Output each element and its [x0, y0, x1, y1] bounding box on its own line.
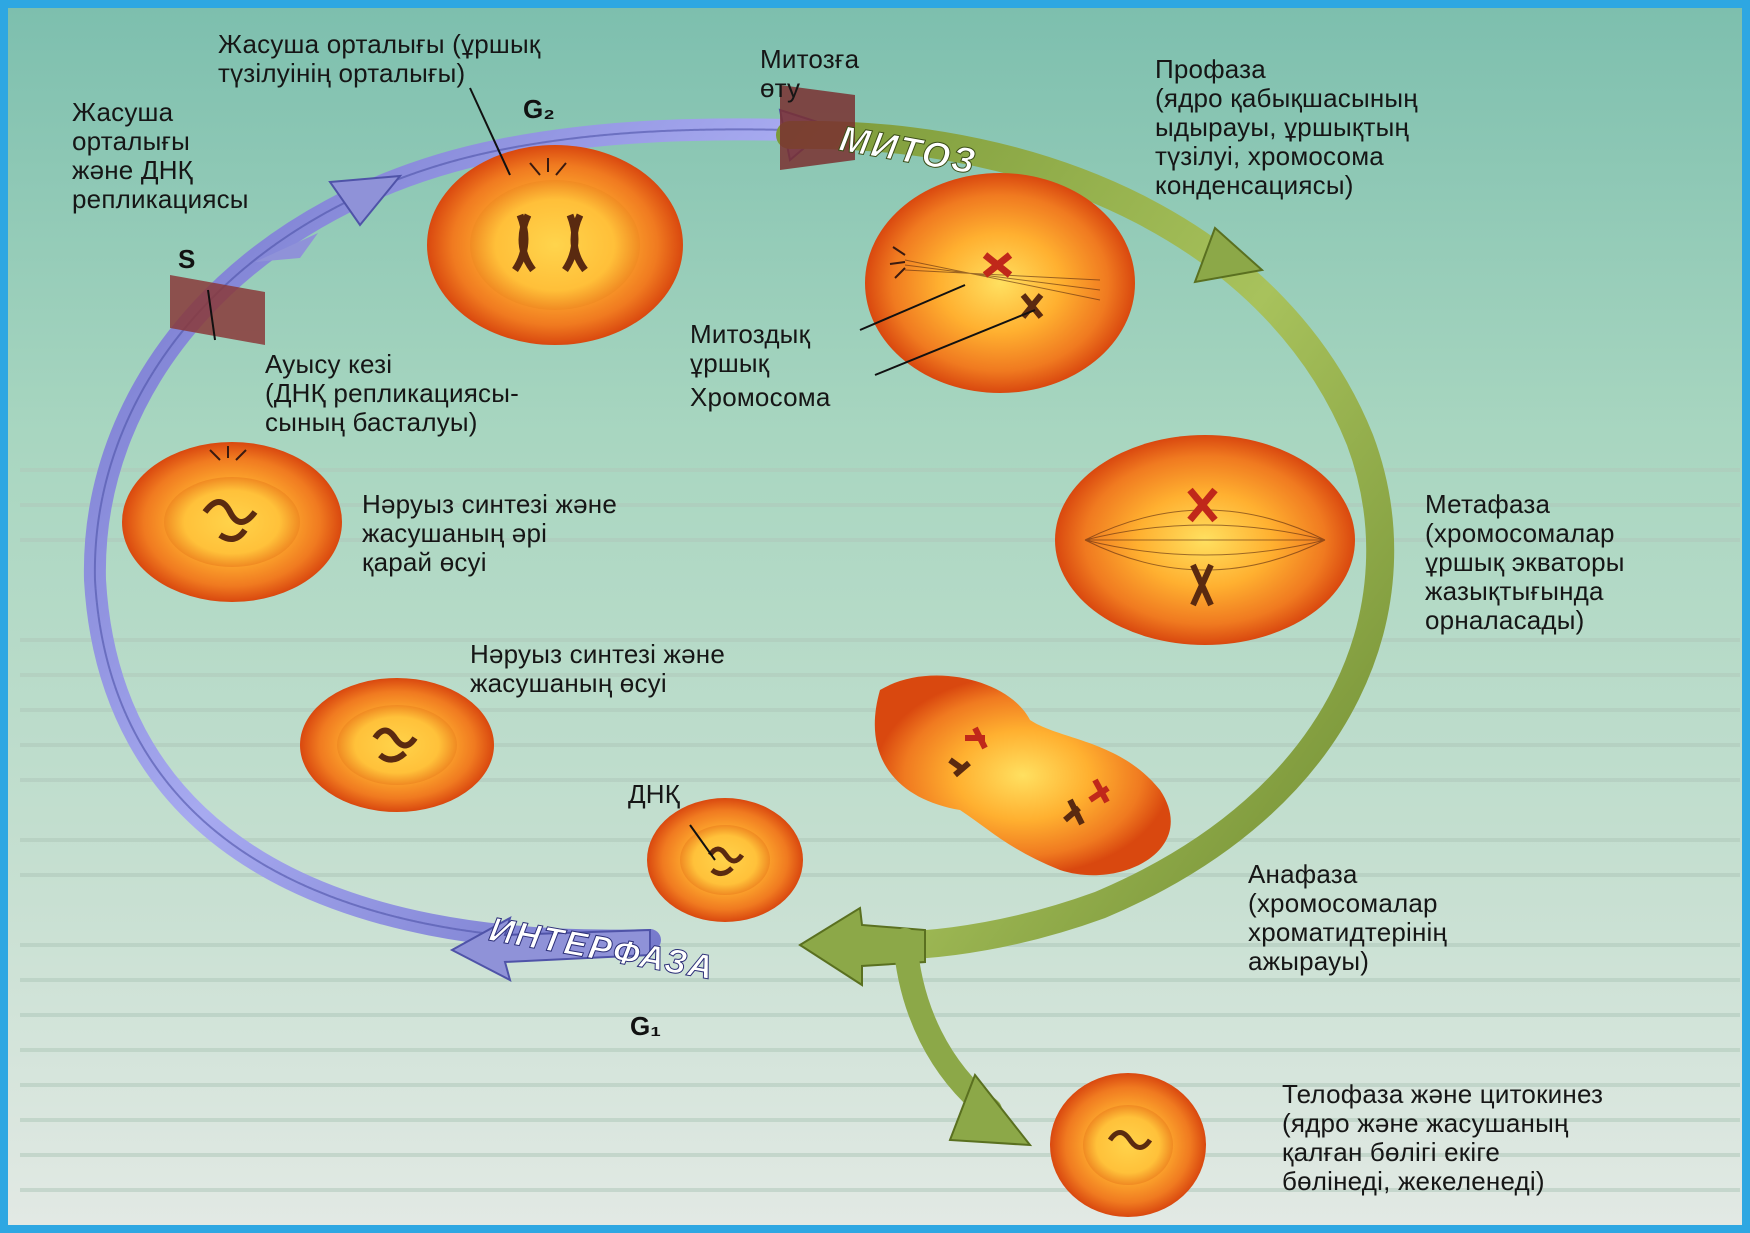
label-centrosome-spindle: Жасуша орталығы (ұршық түзілуінің орталы… — [218, 30, 540, 88]
cell-dna — [647, 798, 803, 922]
cell-prophase — [865, 173, 1135, 393]
stage-s: S — [178, 244, 195, 274]
label-transition: Ауысу кезі (ДНҚ репликациясы- сының баст… — [265, 350, 519, 437]
cell-telophase — [1050, 1073, 1206, 1217]
cell-metaphase — [1055, 435, 1355, 645]
cell-growth-further — [122, 442, 342, 602]
label-metaphase: Метафаза (хромосомалар ұршық экваторы жа… — [1425, 490, 1625, 635]
label-telophase: Телофаза және цитокинез (ядро және жасуш… — [1282, 1080, 1603, 1196]
label-anaphase: Анафаза (хромосомалар хроматидтерінің аж… — [1248, 860, 1447, 976]
cell-growth — [300, 678, 494, 812]
label-dna: ДНҚ — [628, 780, 680, 809]
label-prophase: Профаза (ядро қабықшасының ыдырауы, ұршы… — [1155, 55, 1418, 200]
cell-g2 — [427, 145, 683, 345]
label-enter-mitosis: Митозға өту — [760, 45, 859, 103]
label-chromosome: Хромосома — [690, 383, 830, 412]
label-mitotic-spindle: Митоздық ұршық — [690, 320, 810, 378]
label-nutrient-growth-further: Нәруыз синтезі және жасушаның әрі қарай … — [362, 490, 617, 577]
label-nutrient-growth: Нәруыз синтезі және жасушаның өсуі — [470, 640, 725, 698]
label-centrosome-dna-replication: Жасуша орталығы және ДНҚ репликациясы — [72, 98, 249, 214]
stage-g1: G₁ — [630, 1011, 661, 1041]
stage-g2: G₂ — [523, 94, 555, 124]
